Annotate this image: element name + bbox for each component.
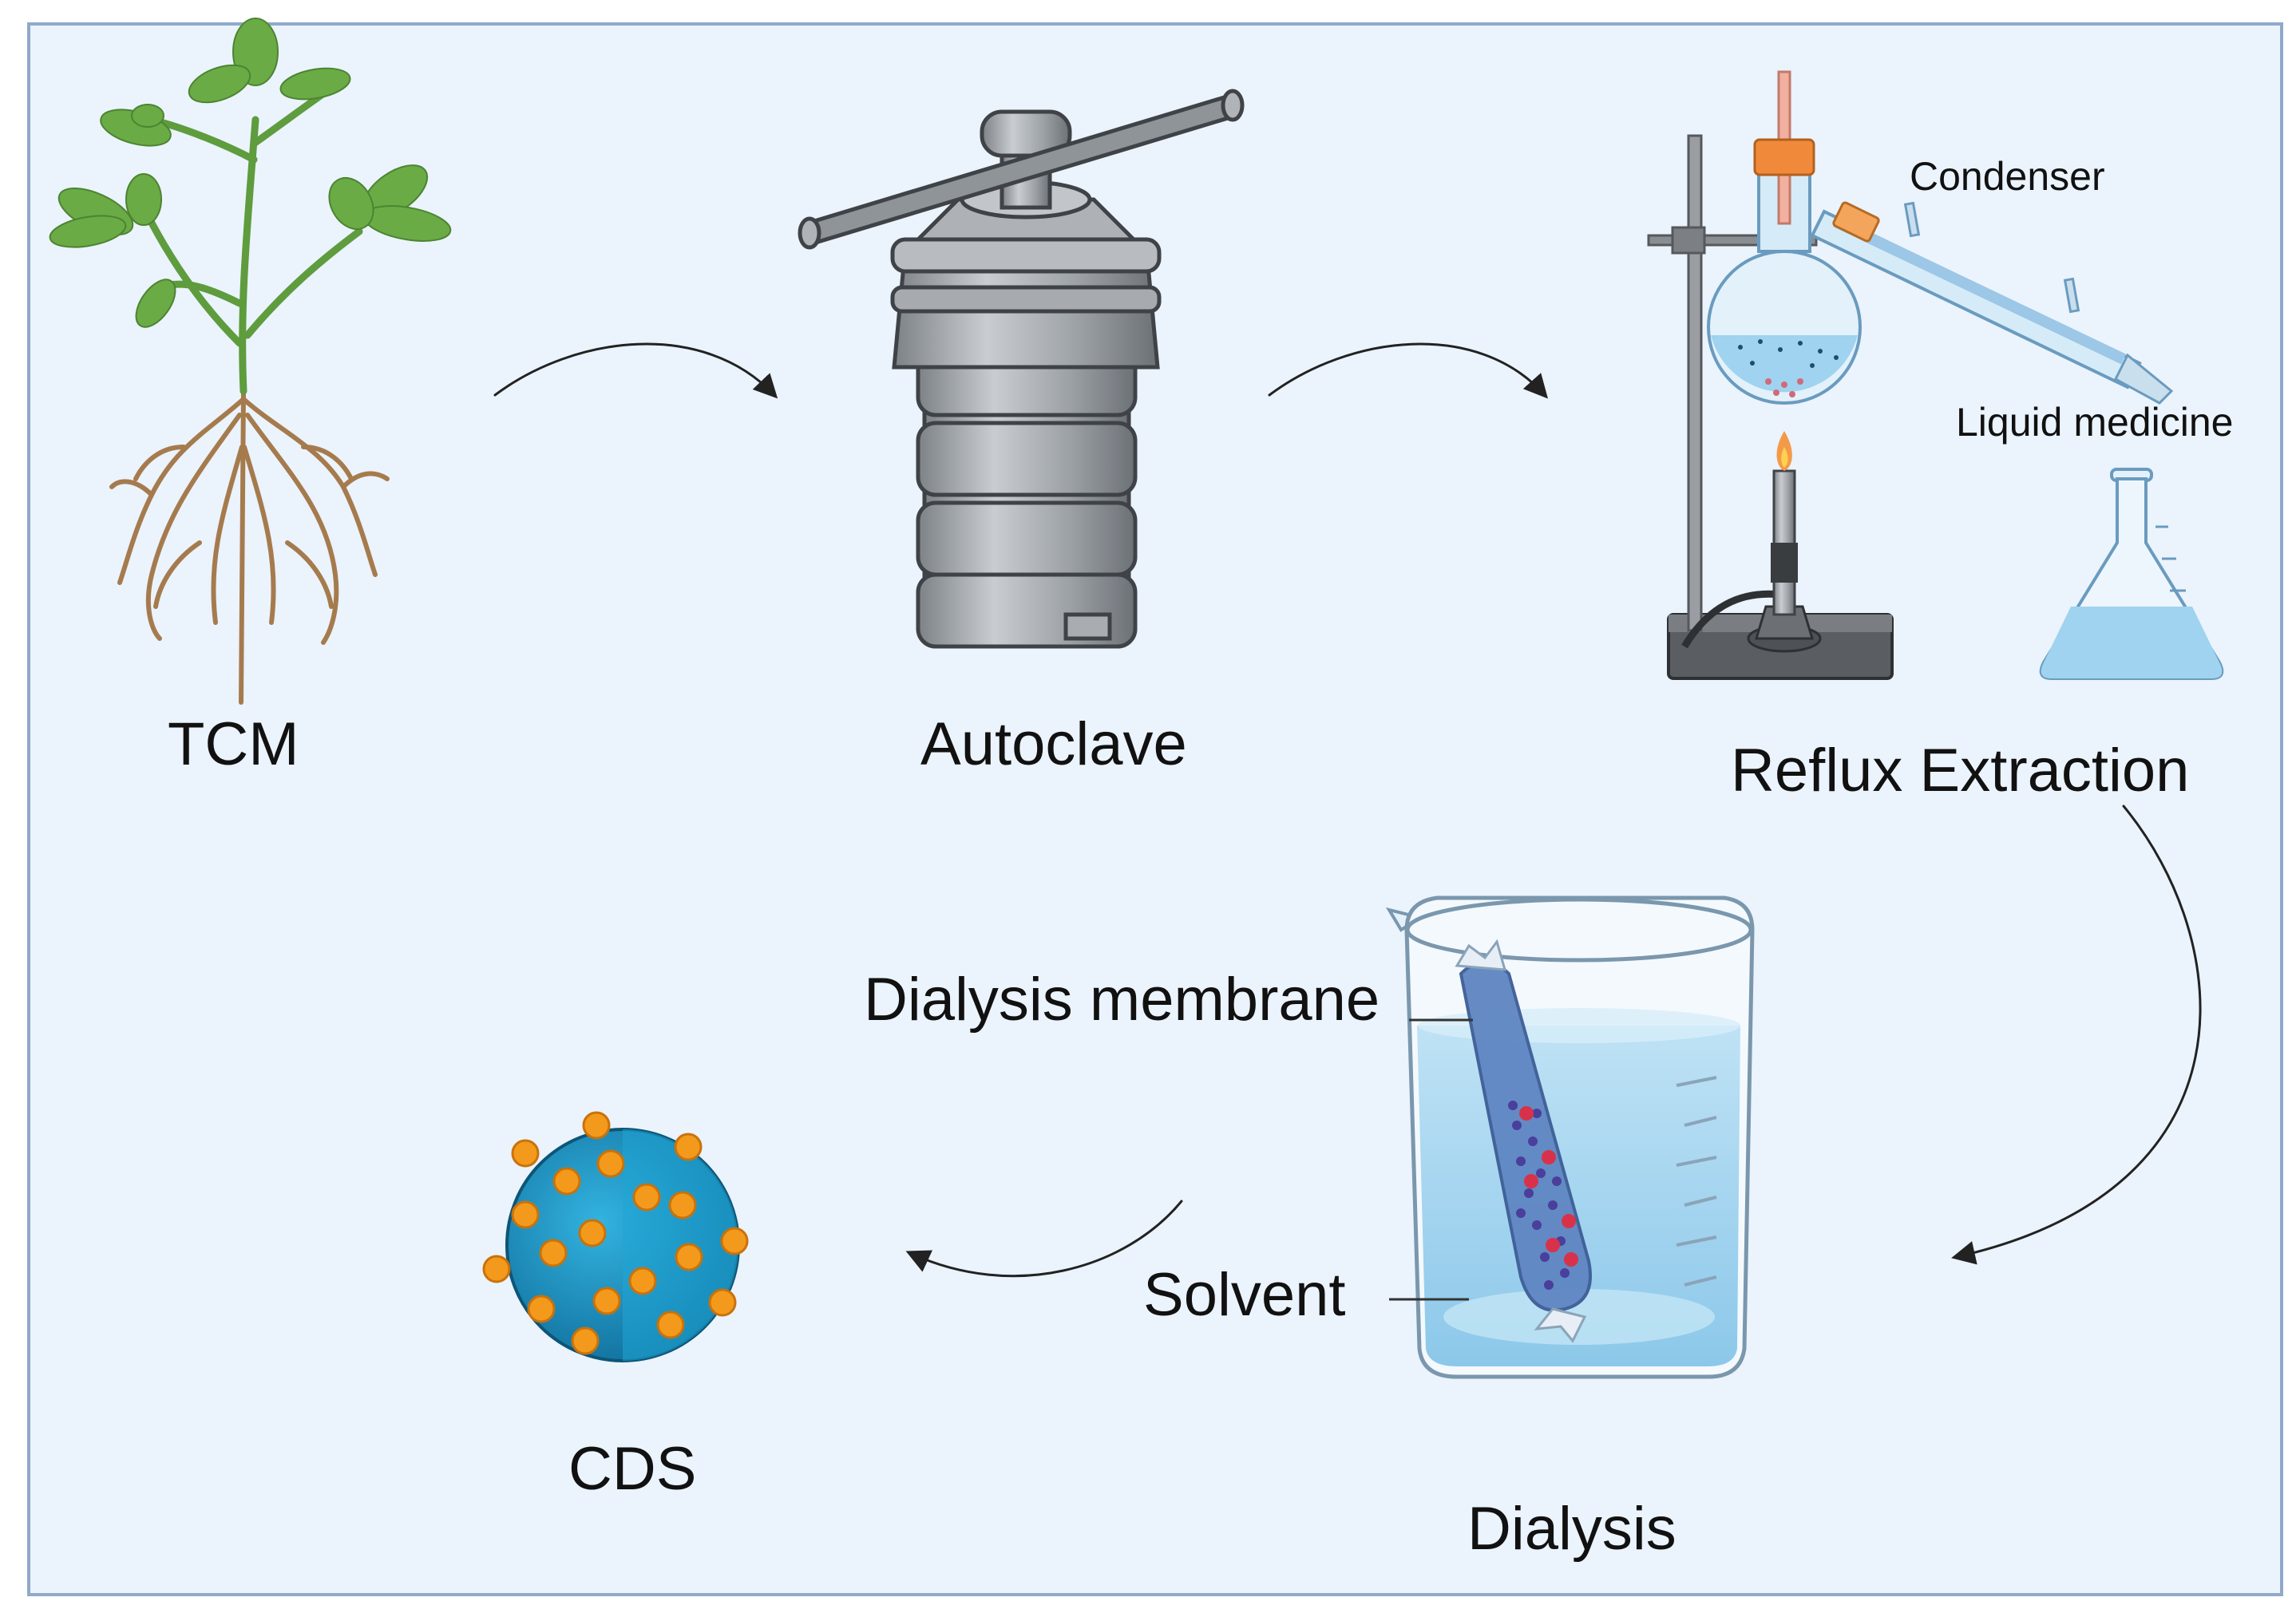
- burner-icon: [1747, 431, 1822, 653]
- callout-solvent: Solvent: [1143, 1261, 1346, 1329]
- cds-nanoparticle-icon: [482, 1111, 749, 1362]
- step-label-tcm: TCM: [168, 710, 299, 778]
- plant-icon: [49, 18, 452, 705]
- arrow-autoclave-to-reflux: [1268, 342, 1549, 399]
- diagram-panel: [27, 22, 2283, 1596]
- step-label-reflux-extraction: Reflux Extraction: [1731, 737, 2190, 805]
- callout-dialysis-membrane: Dialysis membrane: [864, 966, 1380, 1034]
- callout-liquid-medicine: Liquid medicine: [1956, 400, 2234, 445]
- step-label-autoclave: Autoclave: [920, 710, 1187, 778]
- dialysis-membrane-icon: [1455, 939, 1592, 1343]
- arrow-reflux-to-dialysis: [1951, 805, 2202, 1265]
- erlenmeyer-flask-icon: [2039, 468, 2224, 680]
- condenser-icon: [1810, 201, 2174, 405]
- dialysis-beaker-icon: [1385, 895, 1755, 1379]
- step-label-cds: CDS: [568, 1435, 697, 1503]
- autoclave-icon: [798, 89, 1245, 649]
- arrow-tcm-to-autoclave: [493, 342, 778, 399]
- arrow-dialysis-to-cds: [905, 1200, 1183, 1278]
- step-label-dialysis: Dialysis: [1467, 1495, 1676, 1563]
- reflux-apparatus-icon: [1647, 70, 2224, 680]
- flask-icon: [1707, 70, 1862, 405]
- callout-condenser: Condenser: [1910, 154, 2105, 199]
